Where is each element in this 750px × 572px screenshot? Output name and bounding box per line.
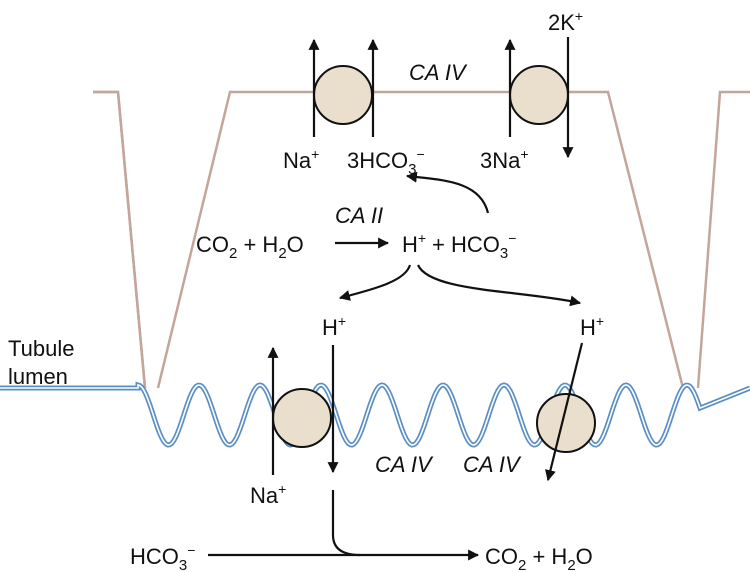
reaction-h-label: H+	[402, 230, 426, 257]
na-bottom-label: Na+	[250, 481, 286, 508]
na-h-exchanger	[272, 388, 332, 448]
tubule-lumen-label-1: Tubule	[8, 336, 74, 361]
cell-boundary-top	[156, 90, 685, 389]
hco3-bottom-label: HCO3−	[130, 542, 195, 572]
na-k-atpase	[509, 65, 569, 125]
h-atpase-pump	[536, 393, 596, 453]
hco3-top-label: 3HCO3−	[347, 146, 425, 178]
na3-top-label: 3Na+	[480, 146, 529, 173]
cell-outline	[93, 90, 147, 389]
hco3-to-transporter-arrow	[405, 171, 490, 214]
ca-iv-bottom-label-2: CA IV	[463, 452, 522, 477]
co2-h2o-bottom-label: CO2 + H2O	[485, 544, 593, 572]
h-join-curve	[331, 490, 361, 557]
h-left-label: H+	[322, 313, 346, 340]
h-to-left-arrow	[338, 264, 412, 301]
tubule-lumen-label-2: lumen	[8, 364, 68, 389]
cell-boundary-right	[696, 90, 750, 389]
ca-iv-top-label: CA IV	[409, 60, 468, 85]
basolateral-na-hco3-cotransporter	[313, 65, 373, 125]
cell-boundary-left	[93, 90, 147, 389]
h-right-label: H+	[580, 313, 604, 340]
h-to-right-arrow	[416, 264, 582, 307]
k2-top-label: 2K+	[548, 8, 583, 35]
h-out-right-arrow	[545, 342, 584, 482]
ca-ii-label: CA II	[335, 203, 383, 228]
reaction-co2-h2o-label: CO2 + H2O	[196, 232, 304, 262]
ca-iv-bottom-label-1: CA IV	[375, 452, 434, 477]
apical-membrane	[0, 381, 750, 448]
reaction-hco3-label: + HCO3−	[432, 230, 516, 262]
na-top-label: Na+	[283, 146, 319, 173]
